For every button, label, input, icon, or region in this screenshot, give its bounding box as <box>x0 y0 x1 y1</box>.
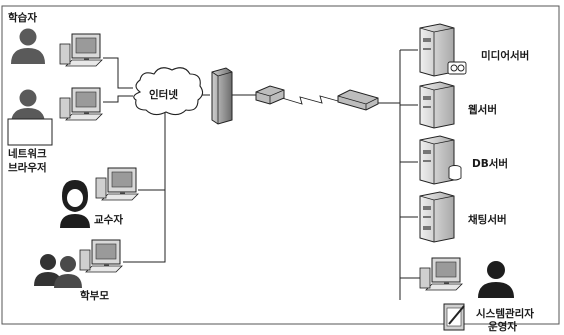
link-browser-cloud <box>103 96 133 102</box>
admin-label-line1: 시스템관리자 <box>476 308 534 320</box>
web-server-icon <box>420 82 454 128</box>
db-server-label: DB서버 <box>472 158 508 170</box>
chat-server-label: 채팅서버 <box>468 214 507 226</box>
learner-label: 학습자 <box>8 12 37 24</box>
learner-pc-icon <box>60 34 102 66</box>
media-server-icon <box>420 24 466 76</box>
chat-server-icon <box>420 192 454 242</box>
switch-icon <box>338 90 378 110</box>
router-icon <box>256 86 284 104</box>
learner-person-icon <box>11 29 45 65</box>
admin-person-icon <box>478 261 514 298</box>
parent-pc-icon <box>80 240 122 272</box>
browser-label-line2: 브라우저 <box>8 162 47 174</box>
link-wan-zigzag <box>282 96 338 104</box>
browser-pc-icon <box>60 88 102 120</box>
firewall-icon <box>212 68 232 124</box>
professor-person-icon <box>60 180 90 228</box>
web-server-label: 웹서버 <box>468 104 497 116</box>
professor-label: 교수자 <box>94 214 123 226</box>
internet-label: 인터넷 <box>149 89 178 101</box>
parent-people-icon <box>34 254 82 288</box>
media-server-label: 미디어서버 <box>481 50 529 62</box>
tablet-pen-icon <box>444 304 464 330</box>
parent-label: 학부모 <box>80 290 109 302</box>
browser-window-icon <box>8 119 52 145</box>
admin-pc-icon <box>420 258 462 290</box>
browser-label-line1: 네트워크 <box>8 148 47 160</box>
professor-pc-icon <box>96 168 138 200</box>
link-learner-cloud <box>103 58 133 88</box>
admin-label-line2: 운영자 <box>488 321 517 333</box>
db-server-icon <box>420 136 461 184</box>
